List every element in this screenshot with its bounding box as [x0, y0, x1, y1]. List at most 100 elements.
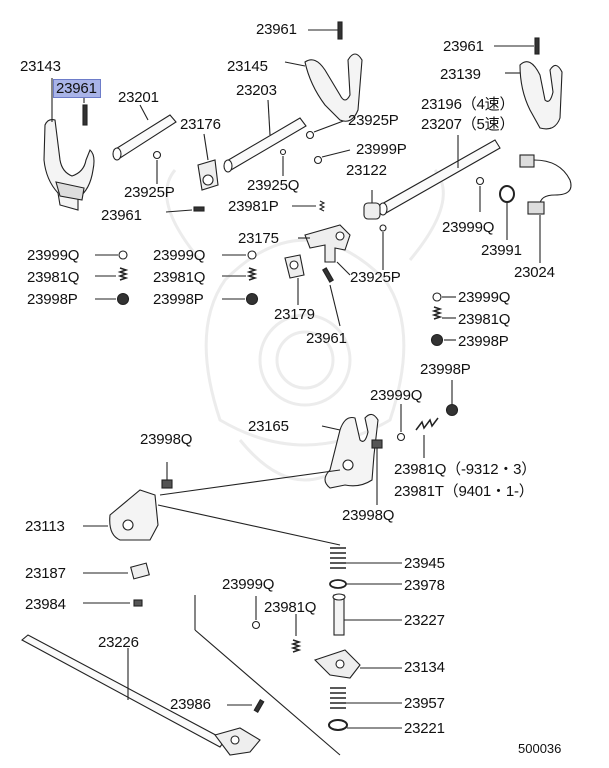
part-label[interactable]: 23145: [227, 58, 268, 75]
shift-rail-23196: [378, 135, 501, 216]
part-label[interactable]: 23999Q: [222, 576, 275, 593]
lever-bracket-23113: [83, 489, 159, 541]
shift-fork-23139: [505, 61, 563, 130]
ball: [118, 250, 128, 260]
spring-23957: [330, 687, 346, 709]
screw-23984: [83, 599, 143, 607]
part-label[interactable]: 23207（5速）: [421, 116, 515, 133]
part-label[interactable]: 23221: [404, 720, 445, 737]
spring: [117, 267, 129, 281]
ball: [432, 292, 442, 302]
part-label[interactable]: 23139: [440, 66, 481, 83]
shift-fork-23143: [43, 78, 95, 211]
plug-23998p: [116, 292, 130, 306]
part-label[interactable]: 23961: [443, 38, 484, 55]
part-label[interactable]: 23981Q（-9312・3）: [394, 461, 537, 478]
leader-line: [329, 284, 341, 327]
roll-pin: [193, 206, 205, 212]
part-label[interactable]: 23165: [248, 418, 289, 435]
part-label[interactable]: 23925P: [350, 269, 401, 286]
guide-line: [159, 469, 341, 496]
washer-23978: [329, 579, 347, 589]
part-label-highlighted[interactable]: 23961: [53, 79, 101, 98]
part-label[interactable]: 23961: [101, 207, 142, 224]
part-label[interactable]: 23143: [20, 58, 61, 75]
part-label[interactable]: 23981Q: [458, 311, 511, 328]
part-label[interactable]: 23999Q: [442, 219, 495, 236]
part-label[interactable]: 23113: [25, 518, 65, 535]
ball: [247, 250, 257, 260]
plug: [279, 148, 287, 156]
part-label[interactable]: 23981Q: [153, 269, 206, 286]
roll-pin: [253, 699, 265, 713]
part-label[interactable]: 23961: [256, 21, 297, 38]
leader-line: [313, 119, 347, 133]
part-label[interactable]: 23175: [238, 230, 279, 247]
part-label[interactable]: 23201: [118, 89, 159, 106]
spring: [246, 267, 258, 281]
part-label[interactable]: 23999Q: [27, 247, 80, 264]
part-label[interactable]: 23998Q: [140, 431, 193, 448]
guide-line: [194, 629, 341, 756]
bolt-23998q: [371, 439, 383, 505]
part-label[interactable]: 23984: [25, 596, 66, 613]
ball: [313, 155, 323, 165]
part-label[interactable]: 23122: [346, 162, 387, 179]
leader-line: [336, 261, 351, 276]
part-label[interactable]: 23925Q: [247, 177, 300, 194]
roll-pin: [534, 37, 540, 55]
part-label[interactable]: 23991: [481, 242, 522, 259]
shift-rail-23201: [112, 104, 177, 161]
part-label[interactable]: 23998Q: [342, 507, 395, 524]
part-label[interactable]: 23134: [404, 659, 445, 676]
diagram-code: 500036: [518, 741, 562, 756]
roll-pin: [322, 267, 334, 283]
plug-23998p: [445, 380, 459, 417]
part-label[interactable]: 23961: [306, 330, 347, 347]
part-label[interactable]: 23998P: [27, 291, 78, 308]
part-label[interactable]: 23176: [180, 116, 221, 133]
part-label[interactable]: 23981T（9401・1-）: [394, 483, 534, 500]
ball: [251, 620, 261, 630]
plug: [379, 224, 387, 232]
spring: [318, 200, 326, 212]
part-label[interactable]: 23981Q: [27, 269, 80, 286]
part-label[interactable]: 23227: [404, 612, 445, 629]
guide-line: [157, 504, 341, 546]
part-label[interactable]: 23978: [404, 577, 445, 594]
part-label[interactable]: 23945: [404, 555, 445, 572]
part-label[interactable]: 23203: [236, 82, 277, 99]
part-label[interactable]: 23226: [98, 634, 139, 651]
part-label[interactable]: 23998P: [458, 333, 509, 350]
plug-23925p: [152, 150, 162, 160]
washer-23221: [328, 719, 348, 731]
part-label[interactable]: 23957: [404, 695, 445, 712]
spring-23945: [330, 547, 346, 569]
part-label[interactable]: 23187: [25, 565, 66, 582]
part-label[interactable]: 23999P: [356, 141, 407, 158]
spring: [431, 306, 443, 320]
shift-lug-23179: [284, 254, 305, 305]
part-label[interactable]: 23179: [274, 306, 315, 323]
part-label[interactable]: 23925P: [124, 184, 175, 201]
part-label[interactable]: 23998P: [153, 291, 204, 308]
shift-rail-23203: [223, 99, 307, 173]
part-label[interactable]: 23999Q: [370, 387, 423, 404]
part-label[interactable]: 23999Q: [153, 247, 206, 264]
part-label[interactable]: 23196（4速）: [421, 96, 515, 113]
part-label[interactable]: 23999Q: [458, 289, 511, 306]
part-label[interactable]: 23986: [170, 696, 211, 713]
part-label[interactable]: 23998P: [420, 361, 471, 378]
roll-pin: [82, 104, 88, 126]
part-label[interactable]: 23981Q: [264, 599, 317, 616]
shift-rod-23226: [21, 634, 261, 756]
part-label[interactable]: 23981P: [228, 198, 279, 215]
part-label[interactable]: 23925P: [348, 112, 399, 129]
spring: [290, 639, 302, 653]
plug-23998p: [430, 333, 444, 347]
shift-fork-23165: [321, 413, 379, 489]
shift-lever-23134: [313, 649, 402, 679]
part-label[interactable]: 23024: [514, 264, 555, 281]
